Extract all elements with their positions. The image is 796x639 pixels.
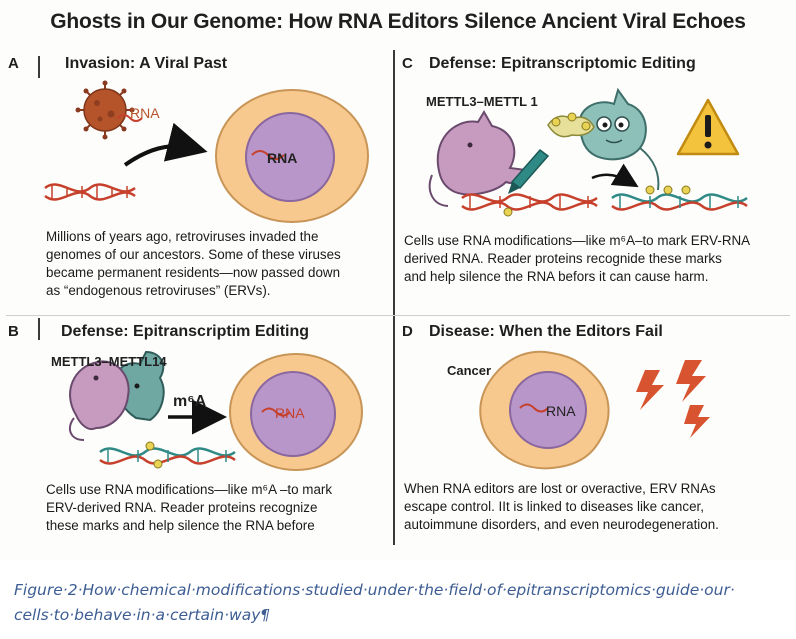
- dna-helix-b: [99, 441, 236, 469]
- cell-a: [215, 89, 369, 223]
- panel-d-text-line: escape control. IIt is linked to disease…: [404, 499, 704, 514]
- cancer-cell: [479, 350, 610, 470]
- panel-b-letter: B: [8, 323, 19, 340]
- panel-c-title: Defense: Epitranscriptomic Editing: [429, 55, 696, 72]
- virus-rna-label: RNA: [130, 105, 160, 121]
- virus-icon: [75, 80, 143, 140]
- figure-caption: Figure·2·How·chemical·modifications·stud…: [14, 578, 786, 628]
- panel-b-title: Defense: Epitranscriptim Editing: [61, 323, 310, 340]
- caption-line: cells·to·behave·in·a·certain·way¶: [14, 606, 271, 624]
- caption-line: Figure·2·How·chemical·modifications·stud…: [14, 581, 735, 599]
- panel-c-text-line: derived RNA. Reader proteins recognide t…: [404, 251, 722, 266]
- protein-complex-b-icon: [68, 350, 165, 441]
- panel-d-letter: D: [402, 323, 413, 340]
- dna-helix-a: [44, 183, 136, 201]
- protein-pink-icon: [428, 110, 528, 207]
- panel-b-text-line: ERV-derived RNA. Reader proteins recogni…: [46, 500, 318, 515]
- cancer-cell-rna-label: RNA: [546, 403, 576, 419]
- panel-b-text: Cells use RNA modifications—like m⁶A –to…: [46, 481, 332, 535]
- horizontal-divider: [6, 315, 790, 316]
- dna-helix-c-left: [461, 193, 598, 217]
- panel-c-complex-label: METTL3–METTL 1: [426, 94, 538, 109]
- panel-c-text-line: and help silence the RNA befors it can c…: [404, 269, 709, 284]
- cell-b: [229, 353, 363, 471]
- panel-d-text: When RNA editors are lost or overactive,…: [404, 480, 719, 534]
- panel-d-text-line: When RNA editors are lost or overactive,…: [404, 481, 716, 496]
- methyl-group-icon: [547, 112, 595, 138]
- warning-icon: [676, 98, 740, 156]
- panel-c-text: Cells use RNA modifications—like m⁶A–to …: [404, 232, 750, 286]
- arrow-c-icon: [591, 163, 639, 188]
- figure-image: Ghosts in Our Genome: How RNA Editors Si…: [6, 10, 790, 545]
- panel-b-mark-label: m⁶A: [173, 393, 207, 410]
- panel-a-text-line: Millions of years ago, retroviruses inva…: [46, 229, 319, 244]
- panel-b-text-line: Cells use RNA modifications—like m⁶A –to…: [46, 482, 333, 497]
- lightning-icon: [636, 360, 710, 438]
- arrow-a-icon: [123, 122, 208, 167]
- pen-icon: [508, 148, 550, 194]
- figure-title: Ghosts in Our Genome: How RNA Editors Si…: [50, 10, 746, 33]
- panel-a-text-line: became permanent residents—now passed do…: [46, 265, 341, 280]
- cell-a-rna-label: RNA: [267, 150, 297, 166]
- panel-d-title: Disease: When the Editors Fail: [429, 323, 663, 340]
- panel-b-complex-label: METTL3–METTL14: [51, 354, 167, 369]
- panel-a-text-line: genomes of our ancestors. Some of these …: [46, 247, 341, 262]
- panel-d-text-line: autoimmune disorders, and even neurodege…: [404, 517, 719, 532]
- panel-a-tick: [38, 56, 40, 78]
- panel-b-text-line: these marks and help silence the RNA bef…: [46, 518, 315, 533]
- vertical-divider: [393, 50, 395, 545]
- illustrations: RNA RNA: [44, 80, 748, 471]
- panel-b-tick: [38, 318, 40, 340]
- protein-teal-icon: [578, 87, 660, 191]
- panel-a-text: Millions of years ago, retroviruses inva…: [46, 228, 341, 300]
- panel-a-text-line: as “endogenous retroviruses” (ERVs).: [46, 283, 271, 298]
- dna-helix-c-right: [611, 185, 748, 211]
- panel-a-title: Invasion: A Viral Past: [65, 55, 228, 72]
- panel-d-cancer-label: Cancer: [447, 363, 492, 378]
- panel-c-text-line: Cells use RNA modifications—like m⁶A–to …: [404, 233, 751, 248]
- panel-a-letter: A: [8, 55, 19, 72]
- cell-b-rna-label: RNA: [275, 405, 305, 421]
- panel-c-letter: C: [402, 55, 413, 72]
